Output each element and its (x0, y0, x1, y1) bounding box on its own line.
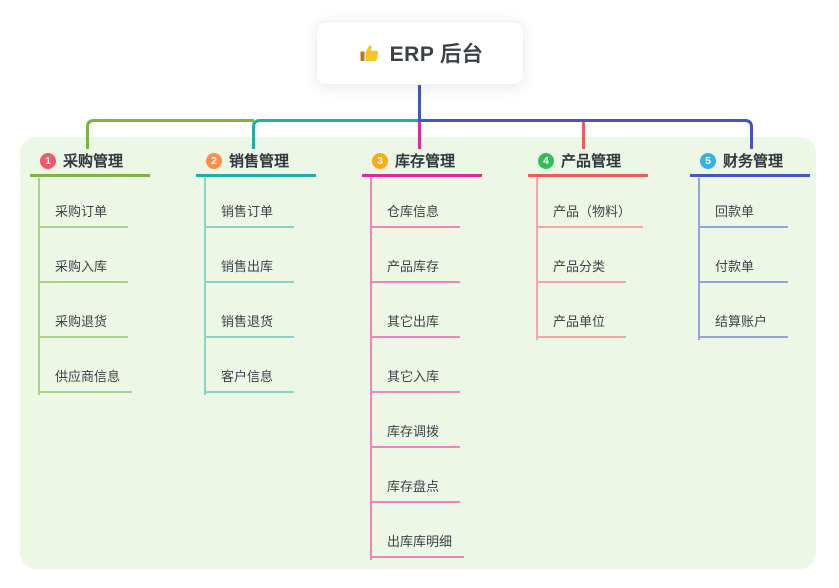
child-node[interactable]: 仓库信息 (370, 196, 460, 228)
branch-spine (204, 178, 206, 395)
child-label: 仓库信息 (387, 204, 440, 219)
child-node[interactable]: 销售出库 (204, 251, 294, 283)
branch-node[interactable]: 1 采购管理 (30, 147, 150, 177)
branch-node[interactable]: 3 库存管理 (362, 147, 482, 177)
child-label: 供应商信息 (55, 369, 121, 384)
branch-label: 财务管理 (723, 153, 784, 170)
child-node[interactable]: 产品分类 (536, 251, 626, 283)
branch-number-badge: 3 (372, 152, 388, 169)
child-node[interactable]: 销售订单 (204, 196, 294, 228)
root-label: ERP 后台 (389, 43, 484, 66)
branch-number-badge: 1 (40, 152, 56, 169)
child-node[interactable]: 供应商信息 (38, 361, 133, 393)
child-label: 出库库明细 (387, 534, 453, 549)
child-node[interactable]: 库存盘点 (370, 471, 460, 503)
child-label: 库存调拨 (387, 424, 440, 439)
branch-number-badge: 4 (538, 152, 554, 169)
branch-label: 采购管理 (63, 153, 124, 170)
child-label: 其它入库 (387, 369, 440, 384)
child-node[interactable]: 回款单 (698, 196, 788, 228)
child-node[interactable]: 销售退货 (204, 306, 294, 338)
branch-number-badge: 2 (206, 152, 222, 169)
child-label: 产品（物料） (553, 204, 632, 219)
child-label: 采购订单 (55, 204, 108, 219)
child-label: 库存盘点 (387, 479, 440, 494)
root-node[interactable]: ERP 后台 (316, 21, 524, 85)
child-node[interactable]: 其它出库 (370, 306, 460, 338)
thumbs-up-icon (357, 41, 381, 65)
branch-spine (698, 178, 700, 340)
child-node[interactable]: 采购订单 (38, 196, 128, 228)
child-node[interactable]: 产品库存 (370, 251, 460, 283)
branches-panel (20, 137, 816, 569)
child-label: 其它出库 (387, 314, 440, 329)
child-label: 产品库存 (387, 259, 440, 274)
branch-spine (536, 178, 538, 340)
branch-spine (38, 178, 40, 395)
branch-node[interactable]: 4 产品管理 (528, 147, 648, 177)
child-node[interactable]: 库存调拨 (370, 416, 460, 448)
child-node[interactable]: 产品单位 (536, 306, 626, 338)
child-node[interactable]: 采购入库 (38, 251, 128, 283)
child-label: 产品单位 (553, 314, 606, 329)
child-label: 客户信息 (221, 369, 274, 384)
branch-number-badge: 5 (700, 152, 716, 169)
child-node[interactable]: 付款单 (698, 251, 788, 283)
child-label: 回款单 (715, 204, 755, 219)
branch-node[interactable]: 2 销售管理 (196, 147, 316, 177)
child-label: 采购入库 (55, 259, 108, 274)
child-node[interactable]: 结算账户 (698, 306, 788, 338)
branch-label: 库存管理 (395, 153, 456, 170)
child-label: 销售订单 (221, 204, 274, 219)
child-node[interactable]: 其它入库 (370, 361, 460, 393)
branch-label: 产品管理 (561, 153, 622, 170)
child-label: 销售出库 (221, 259, 274, 274)
child-node[interactable]: 采购退货 (38, 306, 128, 338)
branch-node[interactable]: 5 财务管理 (690, 147, 810, 177)
child-label: 付款单 (715, 259, 755, 274)
child-label: 销售退货 (221, 314, 274, 329)
branch-label: 销售管理 (229, 153, 290, 170)
child-label: 产品分类 (553, 259, 606, 274)
child-node[interactable]: 产品（物料） (536, 196, 644, 228)
child-node[interactable]: 出库库明细 (370, 526, 465, 558)
child-node[interactable]: 客户信息 (204, 361, 294, 393)
branch-spine (370, 178, 372, 560)
child-label: 采购退货 (55, 314, 108, 329)
child-label: 结算账户 (715, 314, 768, 329)
